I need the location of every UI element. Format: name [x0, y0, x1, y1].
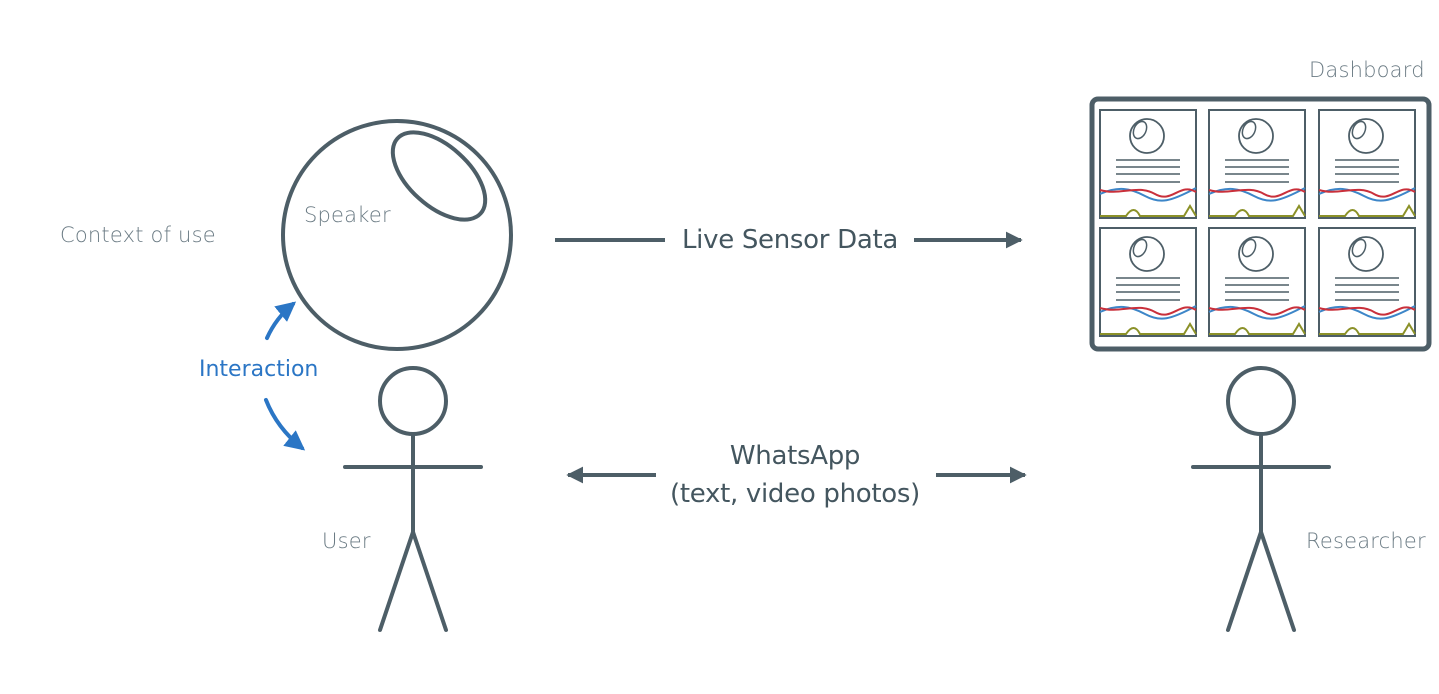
dashboard-frame: [1089, 96, 1432, 352]
researcher-label: Researcher: [1306, 529, 1426, 553]
dashboard-panel-5: [1208, 227, 1306, 337]
whatsapp-sub-label: (text, video photos): [670, 479, 920, 509]
dashboard-panel-3: [1318, 109, 1416, 219]
dashboard-panels: [1099, 109, 1416, 337]
profile-icon: [1238, 236, 1274, 272]
researcher-figure-icon: [1191, 366, 1331, 632]
speaker-icon: [281, 119, 513, 351]
profile-icon: [1238, 118, 1274, 154]
profile-icon: [1129, 236, 1165, 272]
dashboard-panel-6: [1318, 227, 1416, 337]
dashboard-label: Dashboard: [1309, 58, 1425, 82]
context-of-use-label: Context of use: [60, 223, 216, 247]
dashboard-panel-1: [1099, 109, 1197, 219]
profile-icon: [1129, 118, 1165, 154]
speaker-label: Speaker: [304, 203, 391, 227]
profile-icon: [1348, 118, 1384, 154]
profile-icon: [1348, 236, 1384, 272]
dashboard-panel-4: [1099, 227, 1197, 337]
user-label: User: [322, 529, 371, 553]
whatsapp-label: WhatsApp: [729, 441, 861, 471]
interaction-label: Interaction: [199, 357, 319, 382]
user-figure-icon: [343, 366, 483, 632]
live-sensor-data-label: Live Sensor Data: [682, 225, 899, 255]
dashboard-panel-2: [1208, 109, 1306, 219]
interaction-arrows-icon: [264, 301, 306, 451]
